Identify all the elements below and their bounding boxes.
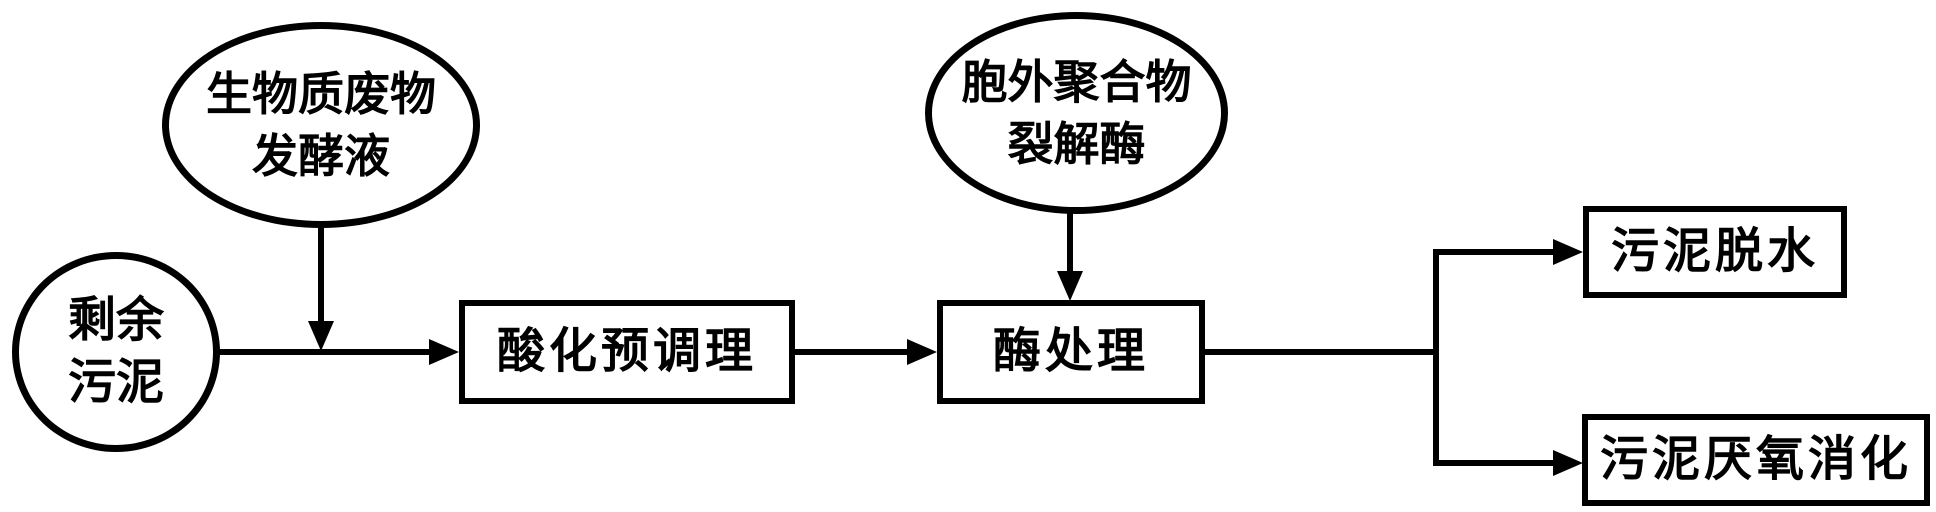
node-residual-sludge: 剩余 污泥 (12, 252, 220, 452)
node-biomass-fermentation-liquid: 生物质废物 发酵液 (162, 22, 480, 228)
node-acid-preconditioning: 酸化预调理 (459, 300, 795, 404)
arrowhead-into-digestion (1553, 450, 1583, 476)
node-enzyme-treatment: 酶处理 (937, 300, 1205, 404)
arrowhead-into-dewatering (1553, 239, 1583, 265)
node-eps-lyase-label-line1: 胞外聚合物 (961, 56, 1192, 108)
node-acid-preconditioning-label: 酸化预调理 (496, 325, 757, 378)
node-enzyme-treatment-label: 酶处理 (992, 325, 1149, 378)
node-sludge-dewatering-label: 污泥脱水 (1610, 225, 1819, 278)
arrowhead-lyase (1057, 271, 1083, 301)
node-residual-sludge-label-line1: 剩余 (67, 294, 164, 347)
node-biomass-fermentation-label-line2: 发酵液 (252, 130, 390, 182)
node-eps-lyase-label-line2: 裂解酶 (1007, 118, 1146, 170)
node-sludge-anaerobic-digestion-label: 污泥厌氧消化 (1599, 433, 1912, 486)
node-sludge-anaerobic-digestion: 污泥厌氧消化 (1582, 414, 1930, 506)
node-biomass-fermentation-label-line1: 生物质废物 (206, 68, 436, 120)
node-sludge-dewatering: 污泥脱水 (1583, 206, 1847, 298)
arrowhead-into-enzyme (907, 339, 937, 365)
arrowhead-ferment (308, 321, 334, 351)
arrowhead-into-acid (429, 339, 459, 365)
node-eps-lyase: 胞外聚合物 裂解酶 (925, 12, 1228, 214)
node-residual-sludge-label-line2: 污泥 (67, 356, 164, 409)
